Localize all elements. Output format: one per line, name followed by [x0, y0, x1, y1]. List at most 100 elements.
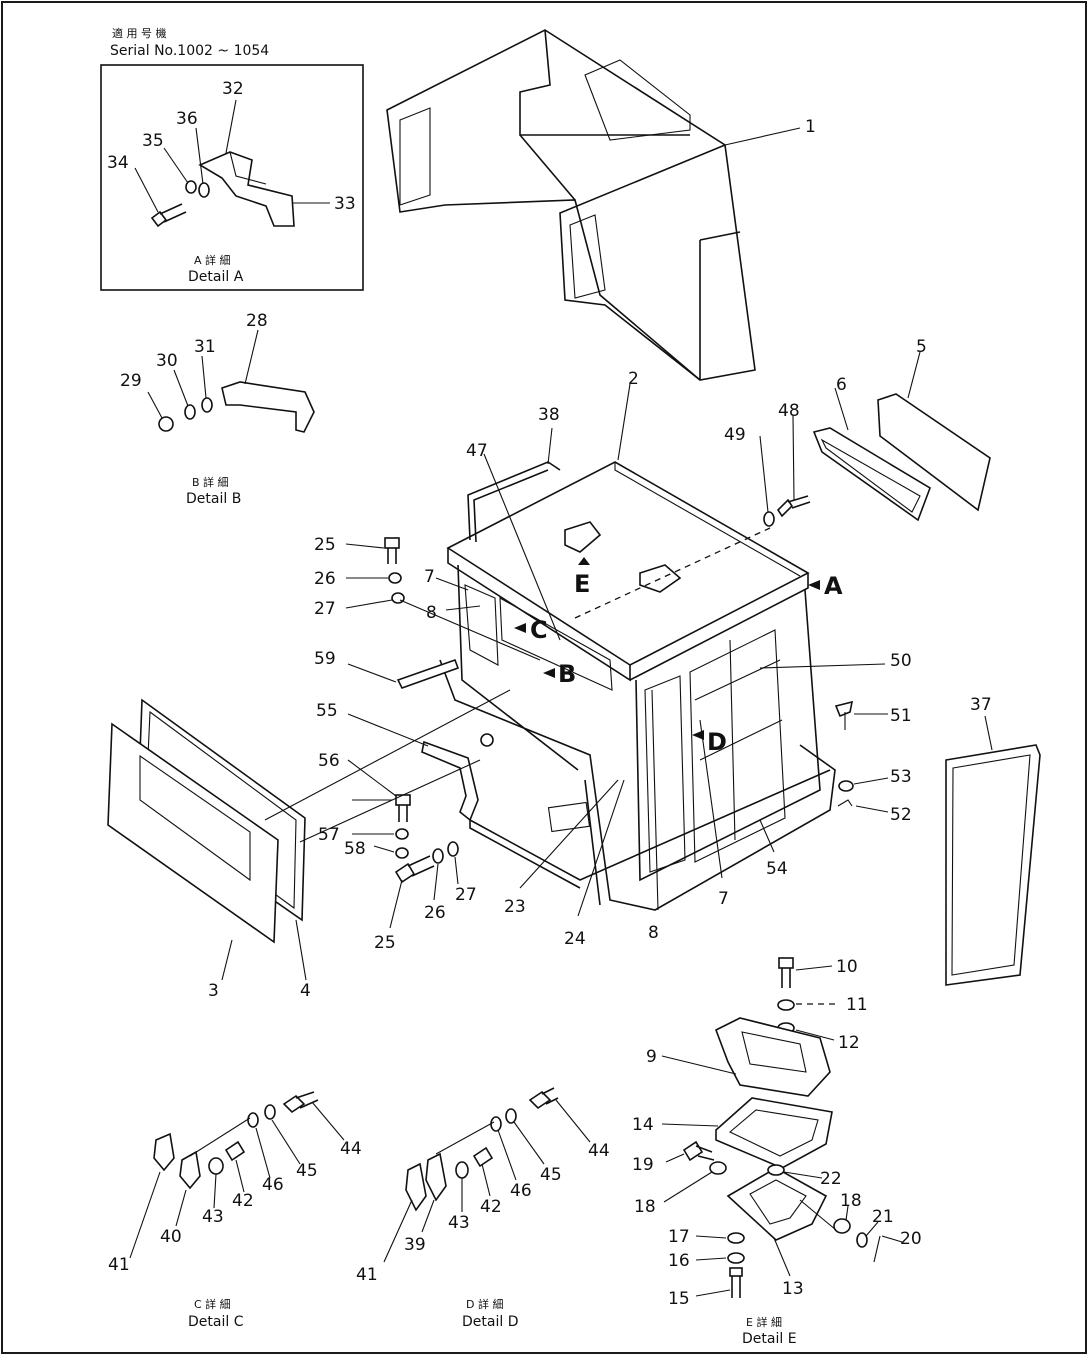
label-29: 29 [120, 371, 142, 391]
label-20: 20 [900, 1229, 922, 1249]
label-28: 28 [246, 311, 268, 331]
label-11: 11 [846, 995, 868, 1015]
label-7b: 7 [718, 889, 729, 909]
label-48: 48 [778, 401, 800, 421]
label-15: 15 [668, 1289, 690, 1309]
label-22: 22 [820, 1169, 842, 1189]
arrow-a: A [824, 572, 843, 600]
label-27b: 27 [455, 885, 477, 905]
label-26a: 26 [314, 569, 336, 589]
label-34: 34 [107, 153, 129, 173]
detail-d-plate-41 [405, 1162, 427, 1212]
label-18a: 18 [634, 1197, 656, 1217]
view-arrows: E A C B D [514, 557, 843, 756]
label-36: 36 [176, 109, 198, 129]
label-23: 23 [504, 897, 526, 917]
label-24: 24 [564, 929, 586, 949]
label-47: 47 [466, 441, 488, 461]
label-38: 38 [538, 405, 560, 425]
label-25a: 25 [314, 535, 336, 555]
label-7a: 7 [424, 567, 435, 587]
label-33: 33 [334, 194, 356, 214]
label-6: 6 [836, 375, 847, 395]
detail-c-caption: Detail C [188, 1314, 244, 1330]
label-43b: 43 [448, 1213, 470, 1233]
detail-e: 10 11 12 9 14 19 18 22 [632, 957, 922, 1347]
label-53: 53 [890, 767, 912, 787]
grab-handle [221, 381, 315, 433]
front-window: 6 5 [812, 337, 991, 522]
detail-c-caption-jp: C 詳 細 [194, 1297, 231, 1311]
label-54: 54 [766, 859, 788, 879]
detail-d-plate-39 [425, 1152, 447, 1202]
label-8b: 8 [648, 923, 659, 943]
label-43a: 43 [202, 1207, 224, 1227]
frame-labels: 2 38 47 49 48 7 8 50 51 53 [424, 369, 912, 949]
hatch-cover-9 [714, 1017, 831, 1097]
window-glass-5 [877, 393, 991, 512]
detail-d-caption-jp: D 詳 細 [466, 1297, 503, 1311]
label-21: 21 [872, 1207, 894, 1227]
label-57: 57 [318, 825, 340, 845]
label-50: 50 [890, 651, 912, 671]
bolt-25 [384, 537, 400, 549]
handrail-59 [396, 658, 460, 689]
nut [158, 416, 174, 432]
detail-d: 41 39 43 42 46 45 44 D 詳 細 Detail D [356, 1087, 610, 1330]
label-41b: 41 [356, 1265, 378, 1285]
label-2: 2 [628, 369, 639, 389]
detail-a-washer-2 [198, 182, 210, 198]
label-42a: 42 [232, 1191, 254, 1211]
hatch-base-13 [726, 1167, 828, 1241]
arrow-d: D [707, 728, 727, 756]
window-glass-3 [107, 722, 279, 944]
detail-b-caption-jp: B 詳 細 [192, 475, 229, 489]
cab-shell: 1 [386, 29, 816, 381]
detail-a-inset: 適 用 号 機 Serial No.1002 ~ 1054 34 35 36 3… [100, 26, 364, 291]
detail-b: 29 30 31 28 B 詳 細 Detail B [120, 311, 315, 507]
label-16: 16 [668, 1251, 690, 1271]
detail-a-caption-jp: A 詳 細 [194, 253, 231, 267]
label-40: 40 [160, 1227, 182, 1247]
label-45b: 45 [540, 1165, 562, 1185]
label-8a: 8 [426, 603, 437, 623]
label-26b: 26 [424, 903, 446, 923]
label-56: 56 [318, 751, 340, 771]
detail-c: 41 40 43 42 46 45 44 C 詳 細 Detail C [108, 1091, 362, 1330]
label-9: 9 [646, 1047, 657, 1067]
detail-a-bolt-head [150, 210, 168, 228]
handrail-55 [421, 740, 479, 822]
label-42b: 42 [480, 1197, 502, 1217]
handrails: 59 55 [314, 649, 494, 822]
label-41a: 41 [108, 1255, 130, 1275]
serial-note: Serial No.1002 ~ 1054 [110, 43, 269, 59]
serial-note-jp: 適 用 号 機 [112, 26, 167, 40]
detail-a-box [100, 64, 364, 291]
label-32: 32 [222, 79, 244, 99]
label-51: 51 [890, 706, 912, 726]
label-37: 37 [970, 695, 992, 715]
arrow-e: E [574, 570, 590, 598]
label-31: 31 [194, 337, 216, 357]
label-3: 3 [208, 981, 219, 1001]
label-46a: 46 [262, 1175, 284, 1195]
label-45a: 45 [296, 1161, 318, 1181]
door-window-seal: 37 [945, 695, 1041, 986]
label-27a: 27 [314, 599, 336, 619]
detail-a-bracket [198, 151, 295, 227]
label-12: 12 [838, 1033, 860, 1053]
window-seal-37 [945, 744, 1041, 986]
label-1: 1 [805, 117, 816, 137]
cab-frame [439, 461, 836, 911]
detail-a-washer [185, 180, 197, 194]
label-14: 14 [632, 1115, 654, 1135]
label-4: 4 [300, 981, 311, 1001]
gasket-14 [715, 1097, 833, 1169]
label-19: 19 [632, 1155, 654, 1175]
label-46b: 46 [510, 1181, 532, 1201]
arrow-b: B [558, 660, 576, 688]
label-25b: 25 [374, 933, 396, 953]
